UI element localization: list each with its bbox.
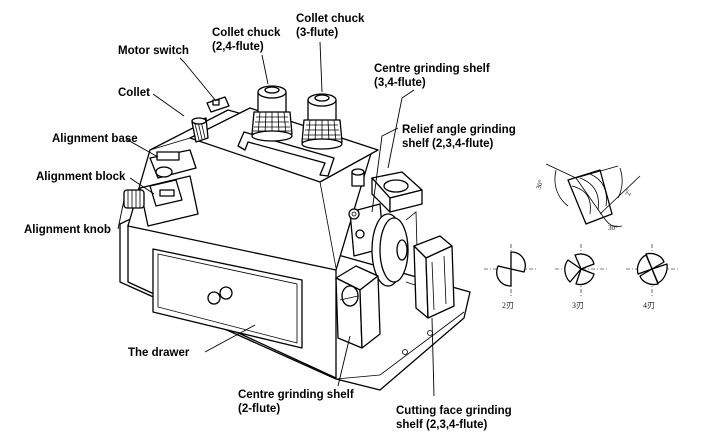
label-centre-shelf-34-2: (3,4-flute) — [374, 77, 426, 89]
alignment-knob-part — [123, 189, 145, 209]
label-motor-switch: Motor switch — [118, 45, 189, 57]
small-post — [351, 168, 365, 187]
label-relief-shelf-2: shelf (2,3,4-flute) — [402, 138, 494, 150]
label-relief-shelf-1: Relief angle grinding — [402, 124, 516, 136]
label-collet: Collet — [118, 87, 150, 99]
cutting-face-shelf — [413, 235, 455, 319]
centre-shelf-2 — [335, 265, 381, 349]
flute-sections: 2刃 3刃 4刃 — [484, 244, 678, 310]
collet-chuck-24 — [251, 85, 293, 142]
inset-angle-top: 30° — [534, 179, 545, 191]
label-collet-chuck-3-1: Collet chuck — [296, 13, 365, 25]
centre-shelf-34 — [371, 171, 423, 213]
label-cutting-face-1: Cutting face grinding — [396, 405, 512, 417]
end-mill — [567, 169, 613, 225]
label-collet-chuck-24-1: Collet chuck — [212, 27, 281, 39]
label-alignment-block: Alignment block — [36, 171, 126, 183]
flute-section-2: 2刃 — [484, 244, 538, 310]
flute-caption-2: 2刃 — [502, 301, 514, 310]
flute-section-3: 3刃 — [555, 244, 607, 310]
flute-section-4: 4刃 — [626, 244, 678, 310]
label-centre-shelf-34-1: Centre grinding shelf — [374, 63, 490, 75]
collet-chuck-3 — [301, 93, 343, 150]
inset-angle-right: 2° — [624, 189, 633, 197]
leader-lines — [117, 41, 435, 397]
end-mill-angle-inset: 30° 2° 30° — [534, 163, 641, 232]
inset-angle-bottom: 30° — [608, 224, 618, 232]
flute-caption-4: 4刃 — [643, 301, 655, 310]
collet-part — [191, 117, 209, 143]
motor-switch-and-collet — [191, 96, 230, 143]
label-collet-chuck-3-2: (3-flute) — [296, 27, 338, 39]
drawer-knob — [207, 291, 221, 305]
label-centre-shelf-2-1: Centre grinding shelf — [238, 389, 354, 401]
label-centre-shelf-2-2: (2-flute) — [238, 403, 280, 415]
label-alignment-base: Alignment base — [52, 133, 138, 145]
flute-caption-3: 3刃 — [572, 301, 584, 310]
callout-labels: Motor switch Collet Collet chuck (2,4-fl… — [24, 13, 516, 431]
label-the-drawer: The drawer — [128, 347, 190, 359]
label-collet-chuck-24-2: (2,4-flute) — [212, 41, 264, 53]
relief-angle-shelf — [348, 203, 419, 287]
label-alignment-knob: Alignment knob — [24, 224, 111, 236]
label-cutting-face-2: shelf (2,3,4-flute) — [396, 419, 488, 431]
alignment-assembly — [123, 149, 199, 227]
